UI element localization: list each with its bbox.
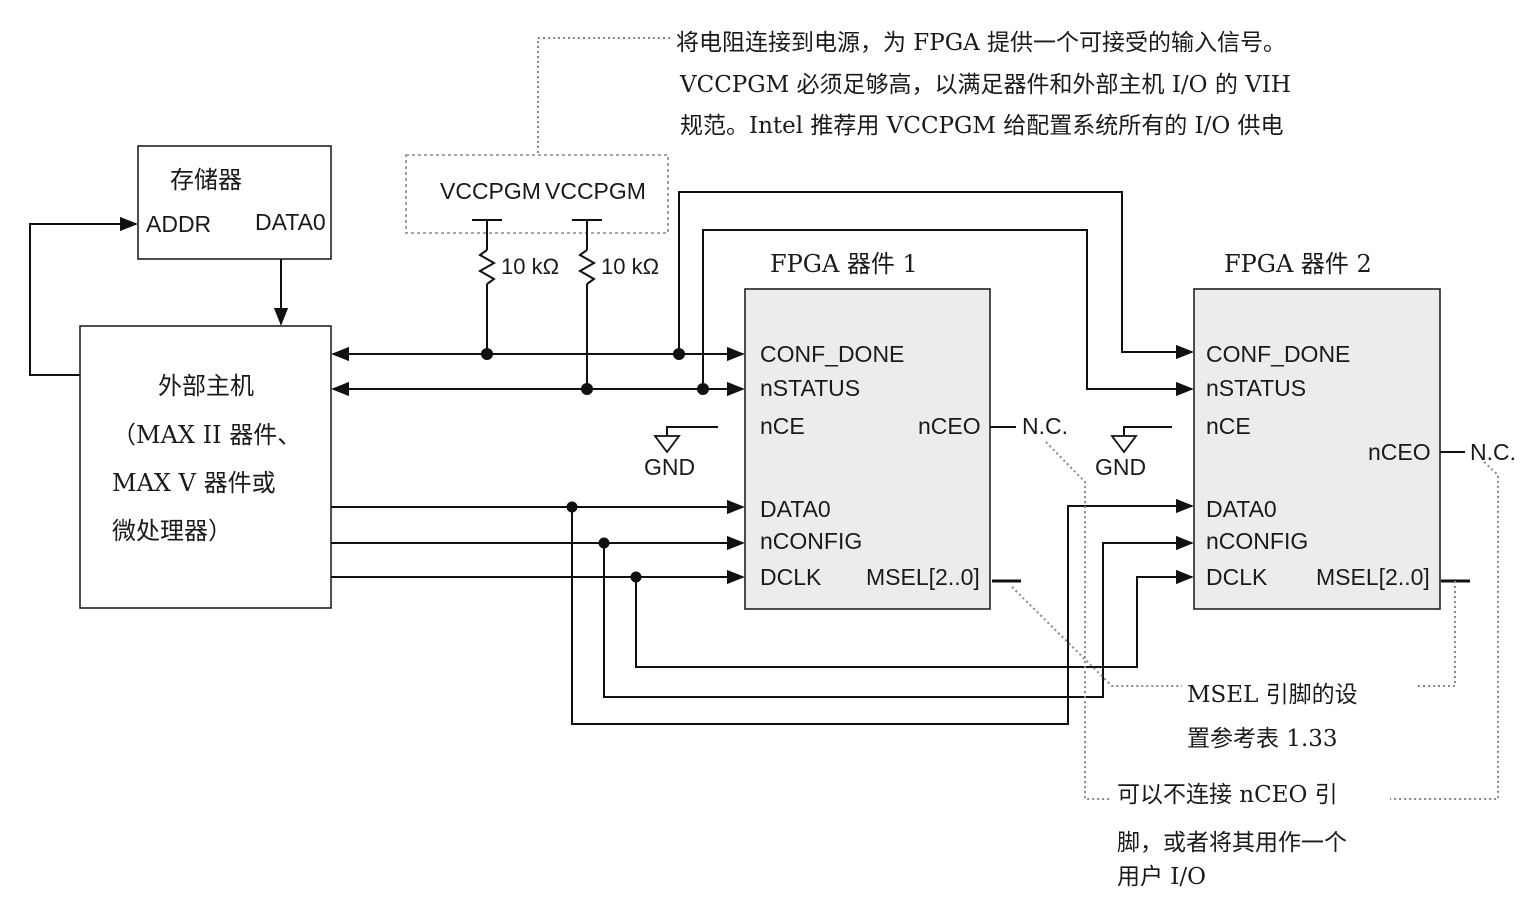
nceo-note: 可以不连接 nCEO 引 脚，或者将其用作一个 用户 I/O bbox=[1117, 782, 1347, 890]
memory-box bbox=[137, 145, 332, 260]
memory-title: 存储器 bbox=[170, 166, 242, 194]
host-line-2: （MAX II 器件、 bbox=[112, 421, 301, 449]
msel-callout-leader-1 bbox=[1011, 586, 1182, 687]
conf-done-to-fpga2 bbox=[678, 191, 1194, 360]
msel-note-line-2: 置参考表 1.33 bbox=[1187, 726, 1338, 752]
fpga2-title: FPGA 器件 2 bbox=[1224, 250, 1372, 278]
fpga1-gnd-symbol bbox=[653, 435, 681, 454]
dclk-wire-fpga2 bbox=[635, 569, 1194, 668]
vccpgm-label-1: VCCPGM bbox=[440, 178, 541, 204]
fpga2-nce-gnd-wire bbox=[1123, 426, 1172, 436]
msel-note-line-1: MSEL 引脚的设 bbox=[1187, 682, 1358, 708]
top-note: 将电阻连接到电源，为 FPGA 提供一个可接受的输入信号。 VCCPGM 必须足… bbox=[676, 30, 1291, 139]
fpga2-msel-pin: MSEL[2..0] bbox=[1316, 564, 1430, 590]
nceo-callout-leader-2 bbox=[1390, 461, 1499, 800]
fpga2-gnd-label: GND bbox=[1095, 454, 1146, 480]
pullup-supply: VCCPGM VCCPGM 10 kΩ 10 kΩ bbox=[405, 154, 669, 389]
fpga2-box bbox=[1193, 288, 1441, 610]
fpga1-msel-pin: MSEL[2..0] bbox=[866, 564, 980, 590]
nconfig-wire-fpga2 bbox=[603, 535, 1194, 698]
vccpgm-label-2: VCCPGM bbox=[545, 178, 646, 204]
junction-conf-done-pullup bbox=[481, 348, 493, 360]
host-line-4: 微处理器） bbox=[112, 517, 232, 545]
fpga2-conf-done-pin: CONF_DONE bbox=[1206, 341, 1350, 367]
fpga1-nc-label: N.C. bbox=[1022, 413, 1068, 439]
resistor-2 bbox=[577, 249, 597, 285]
fpga1-title: FPGA 器件 1 bbox=[770, 250, 918, 278]
host-line-3: MAX V 器件或 bbox=[112, 469, 276, 497]
memory-addr-pin: ADDR bbox=[146, 211, 211, 237]
top-note-line-1: 将电阻连接到电源，为 FPGA 提供一个可接受的输入信号。 bbox=[676, 30, 1286, 56]
resistor-1 bbox=[477, 249, 497, 285]
msel-callout-leader-2 bbox=[1416, 581, 1456, 687]
fpga1-conf-done-pin: CONF_DONE bbox=[760, 341, 904, 367]
fpga-device-1: FPGA 器件 1 CONF_DONE nSTATUS nCE nCEO DAT… bbox=[744, 250, 991, 610]
vccpgm-rail-1 bbox=[472, 219, 502, 250]
host-line-1: 外部主机 bbox=[158, 372, 254, 400]
fpga1-box bbox=[744, 288, 991, 610]
junction-nstatus-pullup bbox=[581, 383, 593, 395]
resistor-2-value: 10 kΩ bbox=[601, 254, 659, 279]
vccpgm-rail-2 bbox=[572, 219, 602, 250]
data0-wire-fpga2 bbox=[571, 498, 1194, 725]
top-note-leader bbox=[537, 37, 670, 155]
fpga1-nceo-pin: nCEO bbox=[918, 413, 981, 439]
fpga1-dclk-pin: DCLK bbox=[760, 564, 822, 590]
top-note-line-3: 规范。Intel 推荐用 VCCPGM 给配置系统所有的 I/O 供电 bbox=[680, 113, 1284, 139]
supply-dashed-box bbox=[405, 154, 669, 234]
fpga2-dclk-pin: DCLK bbox=[1206, 564, 1268, 590]
host-to-addr-wire bbox=[29, 216, 138, 376]
memory-data0-pin: DATA0 bbox=[255, 209, 326, 235]
fpga2-nc-label: N.C. bbox=[1470, 439, 1516, 465]
nceo-note-line-2: 脚，或者将其用作一个 bbox=[1117, 830, 1347, 856]
fpga-device-2: FPGA 器件 2 CONF_DONE nSTATUS nCE nCEO DAT… bbox=[1193, 250, 1441, 610]
fpga1-gnd-label: GND bbox=[644, 454, 695, 480]
external-host-box bbox=[79, 325, 332, 609]
nceo-callout-leader-1 bbox=[1045, 441, 1112, 800]
resistor-1-value: 10 kΩ bbox=[501, 254, 559, 279]
fpga1-nce-gnd-wire bbox=[666, 426, 718, 436]
top-note-line-2: VCCPGM 必须足够高，以满足器件和外部主机 I/O 的 VIH bbox=[679, 72, 1291, 98]
nceo-note-line-3: 用户 I/O bbox=[1117, 864, 1206, 890]
external-host-block: 外部主机 （MAX II 器件、 MAX V 器件或 微处理器） bbox=[79, 325, 332, 609]
fpga2-data0-pin: DATA0 bbox=[1206, 496, 1277, 522]
fpga1-nconfig-pin: nCONFIG bbox=[760, 528, 862, 554]
fpga1-nce-pin: nCE bbox=[760, 413, 805, 439]
memory-block: 存储器 ADDR DATA0 bbox=[137, 145, 332, 260]
nceo-note-line-1: 可以不连接 nCEO 引 bbox=[1117, 782, 1338, 808]
msel-note: MSEL 引脚的设 置参考表 1.33 bbox=[1187, 682, 1358, 752]
nstatus-to-fpga2 bbox=[702, 229, 1194, 397]
fpga2-nstatus-pin: nSTATUS bbox=[1206, 375, 1306, 401]
fpga1-data0-pin: DATA0 bbox=[760, 496, 831, 522]
fpga1-nstatus-pin: nSTATUS bbox=[760, 375, 860, 401]
fpga2-nceo-pin: nCEO bbox=[1368, 439, 1431, 465]
fpga2-nce-pin: nCE bbox=[1206, 413, 1251, 439]
fpga2-gnd-symbol bbox=[1110, 435, 1138, 454]
fpga2-nconfig-pin: nCONFIG bbox=[1206, 528, 1308, 554]
